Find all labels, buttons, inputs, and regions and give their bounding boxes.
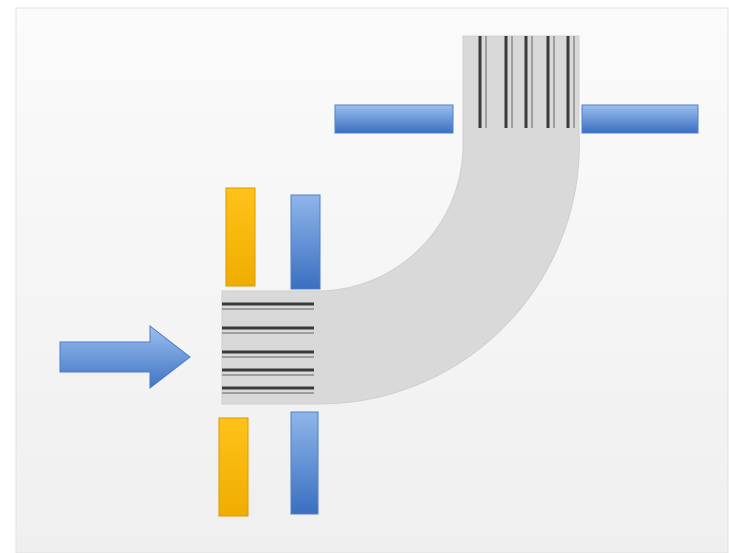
magnet-orange-lower bbox=[218, 417, 249, 517]
magnet-orange-upper bbox=[225, 187, 256, 287]
exit-beamlines bbox=[478, 36, 570, 128]
magnet-top-right bbox=[581, 104, 699, 134]
exit-beamlines-shadow bbox=[485, 36, 575, 128]
magnet-blue-upper bbox=[290, 194, 321, 290]
entry-beamlines-shadow bbox=[222, 308, 314, 394]
bend-channel bbox=[221, 35, 580, 405]
magnet-top-left bbox=[334, 104, 454, 134]
magnet-blue-lower bbox=[290, 411, 319, 515]
beam-direction-arrow-icon bbox=[59, 324, 191, 390]
entry-beamlines bbox=[222, 302, 314, 390]
